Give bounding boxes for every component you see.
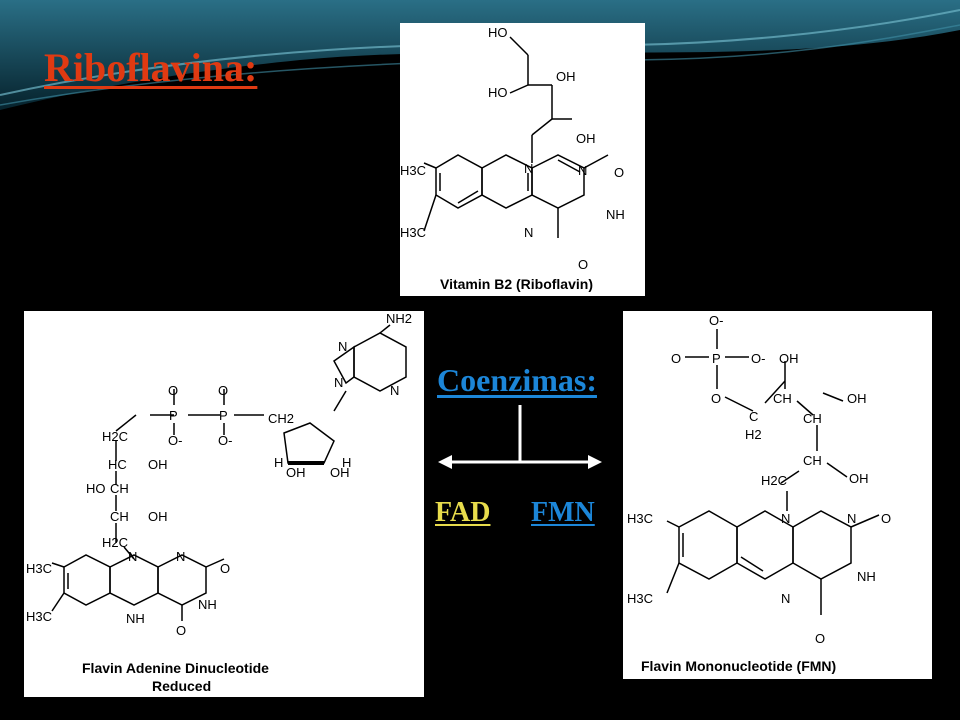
n-label: N — [128, 549, 137, 564]
o-label: O — [671, 351, 681, 366]
o-label: O — [578, 257, 588, 272]
oh-label: OH — [148, 509, 168, 524]
n-label: N — [847, 511, 856, 526]
n-label: N — [334, 375, 343, 390]
n-label: N — [338, 339, 347, 354]
o-minus-label: O- — [709, 313, 723, 328]
h-label: H — [342, 455, 351, 470]
o-label: O — [881, 511, 891, 526]
fmn-structure-panel: O- O P O- O C H2 CH OH CH OH CH OH H2C N… — [623, 311, 932, 679]
hc-label: HC — [108, 457, 127, 472]
slide-title: Riboflavina: — [44, 45, 258, 90]
h3c-label: H3C — [400, 225, 426, 240]
n-label: N — [578, 163, 587, 178]
ch-label: CH — [773, 391, 792, 406]
fad-label: FAD — [435, 497, 491, 528]
o-label: O — [815, 631, 825, 646]
oh-label: OH — [847, 391, 867, 406]
split-arrow — [438, 405, 602, 469]
o-minus-label: O- — [218, 433, 232, 448]
riboflavin-structure-panel: HO HO OH OH N N N O NH O H3C H3C Vitamin… — [400, 23, 645, 296]
oh-label: OH — [286, 465, 306, 480]
p-label: P — [219, 408, 228, 423]
o-label: O — [218, 383, 228, 398]
fmn-structure-diagram: O- O P O- O C H2 CH OH CH OH CH OH H2C N… — [627, 313, 891, 674]
ch2-label: CH2 — [268, 411, 294, 426]
p-label: P — [169, 408, 178, 423]
h3c-label: H3C — [400, 163, 426, 178]
c-label: C — [749, 409, 758, 424]
nh2-label: NH2 — [386, 311, 412, 326]
oh-label: OH — [148, 457, 168, 472]
fad-caption-line1: Flavin Adenine Dinucleotide — [82, 660, 269, 676]
oh-label: OH — [779, 351, 799, 366]
p-label: P — [712, 351, 721, 366]
fad-structure-panel: NH2 O O P P O- O- CH2 H2C HC OH HO CH CH… — [24, 311, 424, 697]
o-minus-label: O- — [168, 433, 182, 448]
riboflavin-caption: Vitamin B2 (Riboflavin) — [440, 276, 593, 292]
nh-label: NH — [857, 569, 876, 584]
o-label: O — [711, 391, 721, 406]
h2-label: H2 — [745, 427, 762, 442]
h2c-label: H2C — [761, 473, 787, 488]
riboflavin-structure-diagram: HO HO OH OH N N N O NH O H3C H3C Vitamin… — [400, 25, 625, 292]
o-label: O — [220, 561, 230, 576]
n-label: N — [524, 225, 533, 240]
coenzymes-label: Coenzimas: — [437, 362, 597, 398]
oh-label: OH — [330, 465, 350, 480]
fad-structure-diagram: NH2 O O P P O- O- CH2 H2C HC OH HO CH CH… — [26, 311, 412, 694]
ch-label: CH — [110, 509, 129, 524]
n-label: N — [390, 383, 399, 398]
ho-label: HO — [488, 85, 508, 100]
fmn-label: FMN — [531, 497, 595, 528]
n-label: N — [781, 511, 790, 526]
o-minus-label: O- — [751, 351, 765, 366]
h2c-label: H2C — [102, 429, 128, 444]
h3c-label: H3C — [26, 561, 52, 576]
o-label: O — [168, 383, 178, 398]
ho-label: HO — [86, 481, 106, 496]
h2c-label: H2C — [102, 535, 128, 550]
h3c-label: H3C — [627, 511, 653, 526]
n-label: N — [176, 549, 185, 564]
nh-label: NH — [126, 611, 145, 626]
n-label: N — [524, 161, 533, 176]
h3c-label: H3C — [26, 609, 52, 624]
ch-label: CH — [803, 453, 822, 468]
h-label: H — [274, 455, 283, 470]
nh-label: NH — [198, 597, 217, 612]
o-label: O — [614, 165, 624, 180]
oh-label: OH — [849, 471, 869, 486]
h3c-label: H3C — [627, 591, 653, 606]
ch-label: CH — [110, 481, 129, 496]
n-label: N — [781, 591, 790, 606]
fad-caption-line2: Reduced — [152, 678, 211, 694]
o-label: O — [176, 623, 186, 638]
ho-label: HO — [488, 25, 508, 40]
fmn-caption: Flavin Mononucleotide (FMN) — [641, 658, 836, 674]
oh-label: OH — [556, 69, 576, 84]
nh-label: NH — [606, 207, 625, 222]
ch-label: CH — [803, 411, 822, 426]
oh-label: OH — [576, 131, 596, 146]
